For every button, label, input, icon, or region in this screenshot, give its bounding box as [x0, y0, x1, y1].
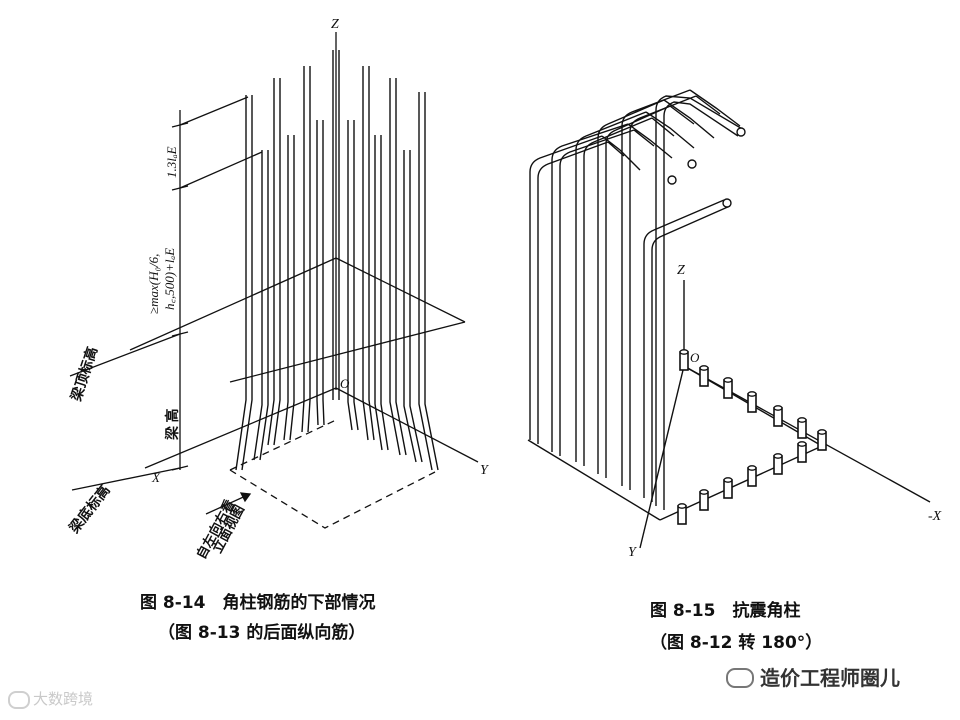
rebar [529, 135, 609, 444]
dim-mid-label-2: h꜀,500)+lₐE [162, 248, 177, 310]
rebar [621, 89, 697, 490]
left-axis-y-label: Y [480, 463, 490, 478]
watermark-left-text: 大数跨境 [33, 690, 94, 708]
left-axis-z-label: Z [331, 17, 339, 32]
rebar-stubs [677, 348, 827, 525]
rebar [655, 95, 745, 510]
right-axis-neg-x-label: -X [928, 509, 942, 524]
left-caption-title: 图 8-14 角柱钢筋的下部情况 [140, 593, 376, 613]
rebar [418, 92, 439, 471]
bar-end [736, 127, 746, 137]
watermark-right: 造价工程师圈儿 [726, 662, 900, 691]
right-rebars [529, 89, 746, 510]
rebar [332, 50, 340, 400]
rebar [403, 150, 423, 463]
rebar [575, 111, 653, 466]
watermark-right-text: 造价工程师圈儿 [760, 666, 900, 690]
right-caption-title: 图 8-15 抗震角柱 [650, 601, 801, 621]
watermark-logo-icon [8, 690, 30, 709]
beam-bottom-leader [71, 467, 181, 491]
rebar [301, 66, 311, 433]
right-origin-label: O [690, 350, 700, 365]
hook [663, 99, 715, 139]
rebar [362, 66, 375, 441]
rebar [253, 150, 269, 461]
rebar [551, 123, 635, 456]
rebar [235, 95, 253, 471]
rebar [374, 135, 389, 451]
ext-line-top [179, 96, 249, 126]
rebar [267, 78, 281, 446]
footprint-back [229, 419, 337, 471]
view-arrow-head [239, 492, 252, 503]
bar-end [722, 198, 732, 208]
left-rebars [235, 50, 439, 471]
rebar [389, 78, 407, 456]
hook [689, 89, 741, 127]
left-figure [69, 32, 479, 529]
right-caption-subtitle: （图 8-12 转 180°） [650, 633, 823, 653]
hook [627, 123, 673, 159]
rebar [316, 120, 325, 426]
right-base-bottom [659, 445, 823, 521]
bar-end [667, 175, 677, 185]
hook [601, 135, 641, 171]
rebar [643, 199, 731, 502]
rebar [347, 120, 359, 431]
left-origin-label: O [340, 376, 350, 391]
rebar [597, 99, 671, 478]
hook [645, 111, 695, 149]
left-axis-x-label: X [151, 470, 161, 485]
bar-end [687, 159, 697, 169]
ext-line-mid [179, 151, 263, 189]
right-figure [527, 89, 931, 549]
left-caption-subtitle: （图 8-13 的后面纵向筋） [158, 623, 366, 643]
wechat-logo-icon [726, 667, 754, 688]
y-axis-line [335, 387, 479, 463]
right-y-axis [639, 365, 685, 549]
watermark-left: 大数跨境 [8, 688, 93, 709]
dim-top-label: 1.3lₐE [164, 146, 179, 178]
beam-top-leader [69, 333, 181, 377]
beam-height-label: 梁 高 [164, 409, 181, 442]
right-neg-x-axis [683, 365, 931, 503]
beam-top-edge-left [129, 257, 337, 351]
right-axis-z-label: Z [677, 263, 685, 278]
dim-mid-label-1: ≥max(H₀/6, [146, 254, 161, 314]
right-axis-y-label: Y [628, 545, 638, 560]
beam-top-edge-right [335, 257, 466, 323]
rebar [283, 135, 295, 441]
right-base-front [527, 439, 661, 521]
column-footprint-dashed [229, 469, 436, 529]
